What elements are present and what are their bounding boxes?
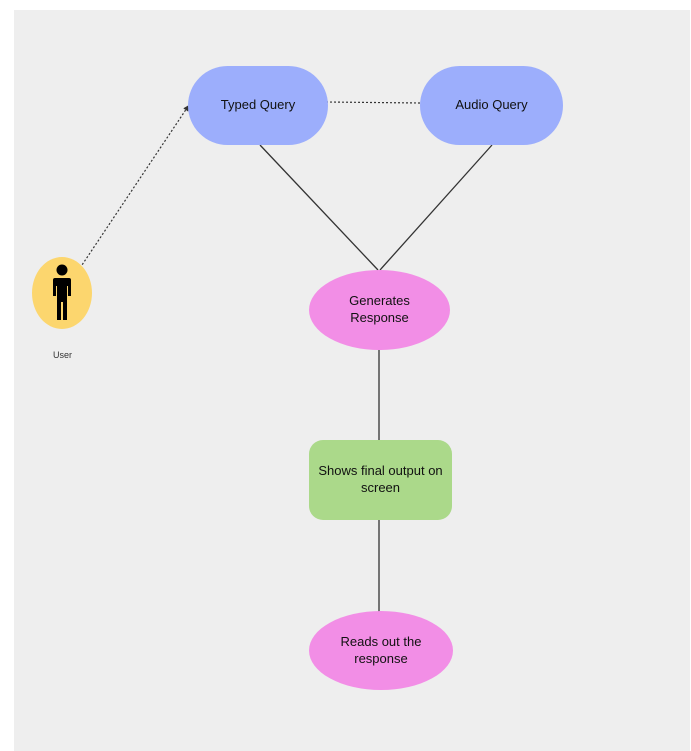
reads-out-label: Reads out the response [340, 633, 422, 666]
typed-query-label: Typed Query [220, 97, 296, 113]
user-node [32, 257, 92, 329]
reads-out-node: Reads out the response [309, 611, 453, 690]
final-output-label: Shows final output on screen [318, 463, 443, 495]
final-output-node: Shows final output on screen [309, 440, 452, 520]
typed-query-node: Typed Query [188, 66, 328, 145]
user-label: User [53, 350, 73, 360]
person-icon [53, 264, 71, 320]
generates-response-node: Generates Response [309, 270, 450, 350]
audio-query-label: Audio Query [455, 97, 528, 113]
generates-response-label: Generates Response [349, 293, 410, 325]
audio-query-node: Audio Query [420, 66, 563, 145]
